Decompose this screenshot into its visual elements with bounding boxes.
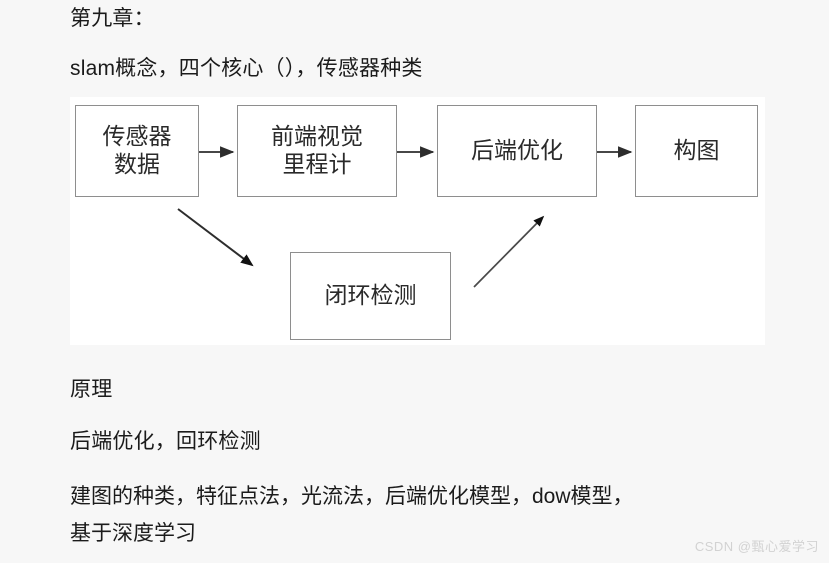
diagram-box-loop-closure-line1: 闭环检测 <box>324 283 417 308</box>
note-principle: 原理 <box>70 378 113 401</box>
diagram-box-mapping: 构图 <box>635 105 758 197</box>
diagram-box-frontend-line1: 前端视觉 <box>271 124 363 149</box>
diagram-box-frontend: 前端视觉 里程计 <box>237 105 397 197</box>
slam-pipeline-diagram: 传感器 数据 前端视觉 里程计 后端优化 构图 闭环检测 <box>70 97 765 345</box>
diagram-box-backend-line1: 后端优化 <box>471 138 563 163</box>
note-paragraph-line-1: 建图的种类，特征点法，光流法，后端优化模型，dow模型， <box>70 485 634 508</box>
csdn-watermark: CSDN @甄心爱学习 <box>694 539 819 554</box>
diagram-box-frontend-line2: 里程计 <box>282 152 352 177</box>
diagram-box-sensor-line2: 数据 <box>114 152 160 177</box>
diagram-box-backend: 后端优化 <box>437 105 597 197</box>
diagram-box-sensor-line1: 传感器 <box>102 124 172 149</box>
page-heading: 第九章： <box>70 7 155 30</box>
diagram-box-sensor: 传感器 数据 <box>75 105 199 197</box>
arrow-frontend-to-loop <box>177 208 254 267</box>
diagram-box-loop-closure: 闭环检测 <box>290 252 451 340</box>
arrow-loop-to-backend <box>473 215 545 288</box>
note-backend-loop: 后端优化，回环检测 <box>70 430 261 453</box>
page-subheading: slam概念，四个核心（），传感器种类 <box>70 57 423 80</box>
note-paragraph-line-2: 基于深度学习 <box>70 522 196 545</box>
note-paragraph: 建图的种类，特征点法，光流法，后端优化模型，dow模型， 基于深度学习 <box>70 478 790 552</box>
diagram-box-mapping-line1: 构图 <box>673 138 720 163</box>
